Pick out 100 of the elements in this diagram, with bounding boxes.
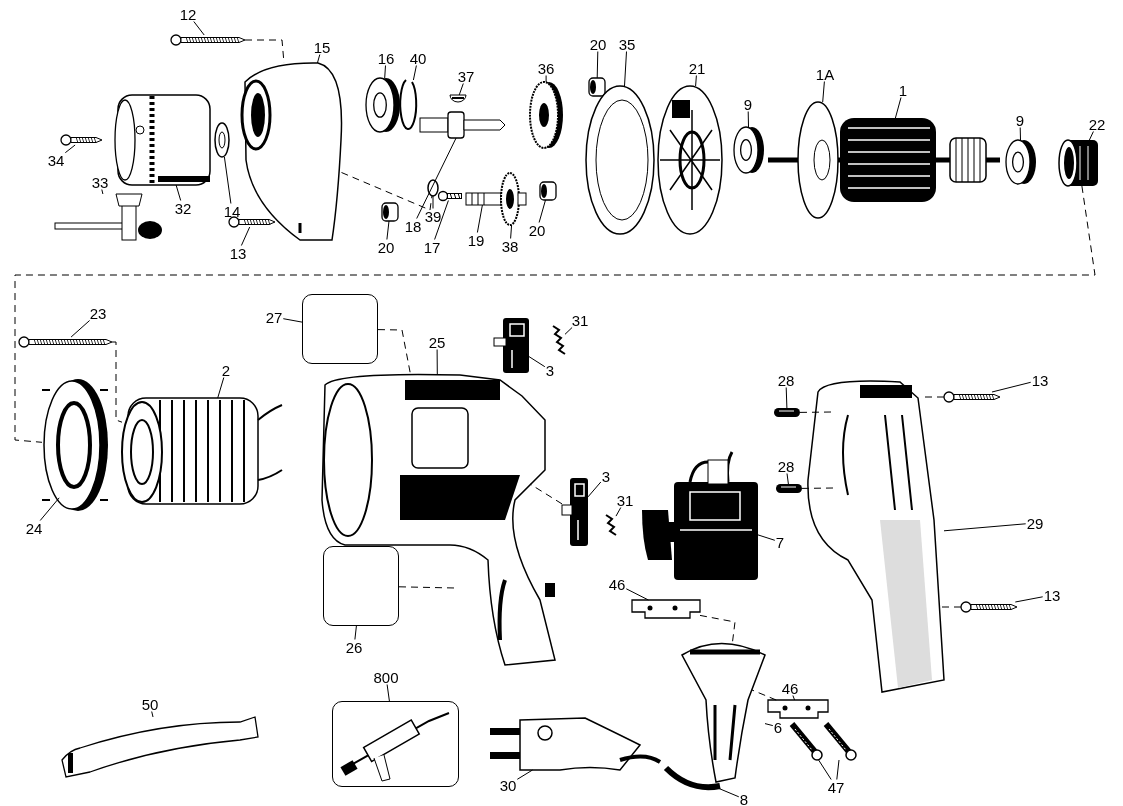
leader-line (792, 695, 796, 701)
leader-line (564, 327, 573, 335)
leader-line (458, 83, 464, 96)
screw-drawing (18, 336, 113, 348)
leader-line (70, 320, 91, 338)
gear-case-drawing (240, 62, 343, 241)
leader-line (785, 387, 788, 409)
leader-line (436, 349, 438, 375)
leader-line (151, 711, 154, 718)
leader-line (101, 189, 104, 195)
assembly-line (751, 689, 777, 701)
woodruff-key-drawing (449, 94, 467, 103)
callout-number: 22 (1087, 116, 1107, 132)
leader-line (786, 473, 789, 485)
callout-number: 20 (588, 36, 608, 52)
o-ring-drawing (427, 179, 439, 197)
callout-number: 2 (220, 362, 232, 378)
callout-number: 12 (178, 6, 198, 22)
gear-drawing (500, 172, 527, 226)
callout-number: 16 (376, 50, 396, 66)
leader-line (991, 381, 1032, 393)
assembly-line (341, 172, 433, 211)
callout-number: 9 (1014, 112, 1026, 128)
leader-line (695, 75, 697, 87)
callout-number: 800 (372, 669, 400, 685)
bearing-drawing (365, 77, 400, 133)
leader-line (282, 318, 303, 323)
leader-line (757, 534, 776, 541)
spring-drawing (605, 514, 617, 536)
retaining-ring-drawing (399, 79, 418, 130)
switch-drawing (642, 450, 758, 580)
leader-line (223, 156, 232, 204)
drill-chuck-drawing (114, 94, 211, 186)
leader-line (510, 224, 513, 239)
callout-number: 39 (423, 208, 443, 224)
screw-drawing (823, 722, 857, 761)
callout-number: 33 (90, 174, 110, 190)
leader-line (39, 497, 60, 521)
leader-line (587, 481, 602, 498)
cord-clamp-drawing (767, 699, 829, 719)
strap-drawing (61, 716, 259, 778)
callout-number: 18 (403, 218, 423, 234)
callout-number: 3 (600, 468, 612, 484)
callout-number: 46 (780, 680, 800, 696)
callout-number: 17 (422, 239, 442, 255)
bearing-cap-drawing (1058, 139, 1098, 187)
callout-number: 7 (774, 534, 786, 550)
handle-half-drawing (807, 380, 945, 693)
assembly-line (398, 586, 456, 589)
callout-number: 31 (615, 492, 635, 508)
spring-drawing (552, 325, 566, 355)
leader-line (538, 199, 546, 223)
leader-line (624, 51, 627, 87)
callout-number: 46 (607, 576, 627, 592)
leader-line (386, 220, 390, 240)
brush-holder-drawing (493, 318, 529, 373)
chuck-key-drawing (54, 193, 162, 241)
callout-number: 26 (344, 639, 364, 655)
callout-number: 47 (826, 779, 846, 795)
callout-number: 9 (742, 96, 754, 112)
callout-number: 1A (814, 66, 836, 82)
leader-line (434, 200, 449, 240)
callout-number: 6 (772, 719, 784, 735)
screw-drawing (789, 722, 823, 761)
callout-number: 1 (897, 82, 909, 98)
callout-number: 38 (500, 238, 520, 254)
leader-line (316, 54, 321, 64)
callout-number: 23 (88, 305, 108, 321)
nameplate (323, 546, 399, 626)
leader-line (747, 111, 749, 128)
callout-number: 32 (173, 200, 193, 216)
screw-drawing (170, 34, 246, 46)
callout-number: 24 (24, 520, 44, 536)
screw-drawing (437, 190, 462, 202)
leader-line (836, 759, 840, 780)
gear-drawing (529, 81, 563, 149)
callout-number: 36 (536, 60, 556, 76)
fan-drawing (797, 101, 839, 219)
callout-number: 34 (46, 152, 66, 168)
bushing-drawing (588, 77, 606, 97)
callout-number: 8 (738, 791, 750, 806)
screw-drawing (60, 134, 103, 146)
leader-line (764, 723, 774, 727)
leader-line (1019, 127, 1021, 141)
callout-number: 13 (1042, 587, 1062, 603)
bushing-drawing (539, 181, 557, 201)
leader-line (1014, 596, 1044, 603)
callout-number: 19 (466, 232, 486, 248)
leader-line (615, 507, 622, 517)
callout-number: 30 (498, 777, 518, 793)
leader-line (240, 226, 251, 246)
armature-drawing (768, 118, 1000, 202)
assembly-line (529, 483, 563, 505)
screw-drawing (228, 216, 276, 228)
leader-line (217, 377, 225, 399)
leader-line (1088, 131, 1094, 141)
leader-line (416, 137, 457, 219)
callout-number: 31 (570, 312, 590, 328)
leader-line (386, 684, 390, 702)
plug-drawing (774, 408, 800, 417)
